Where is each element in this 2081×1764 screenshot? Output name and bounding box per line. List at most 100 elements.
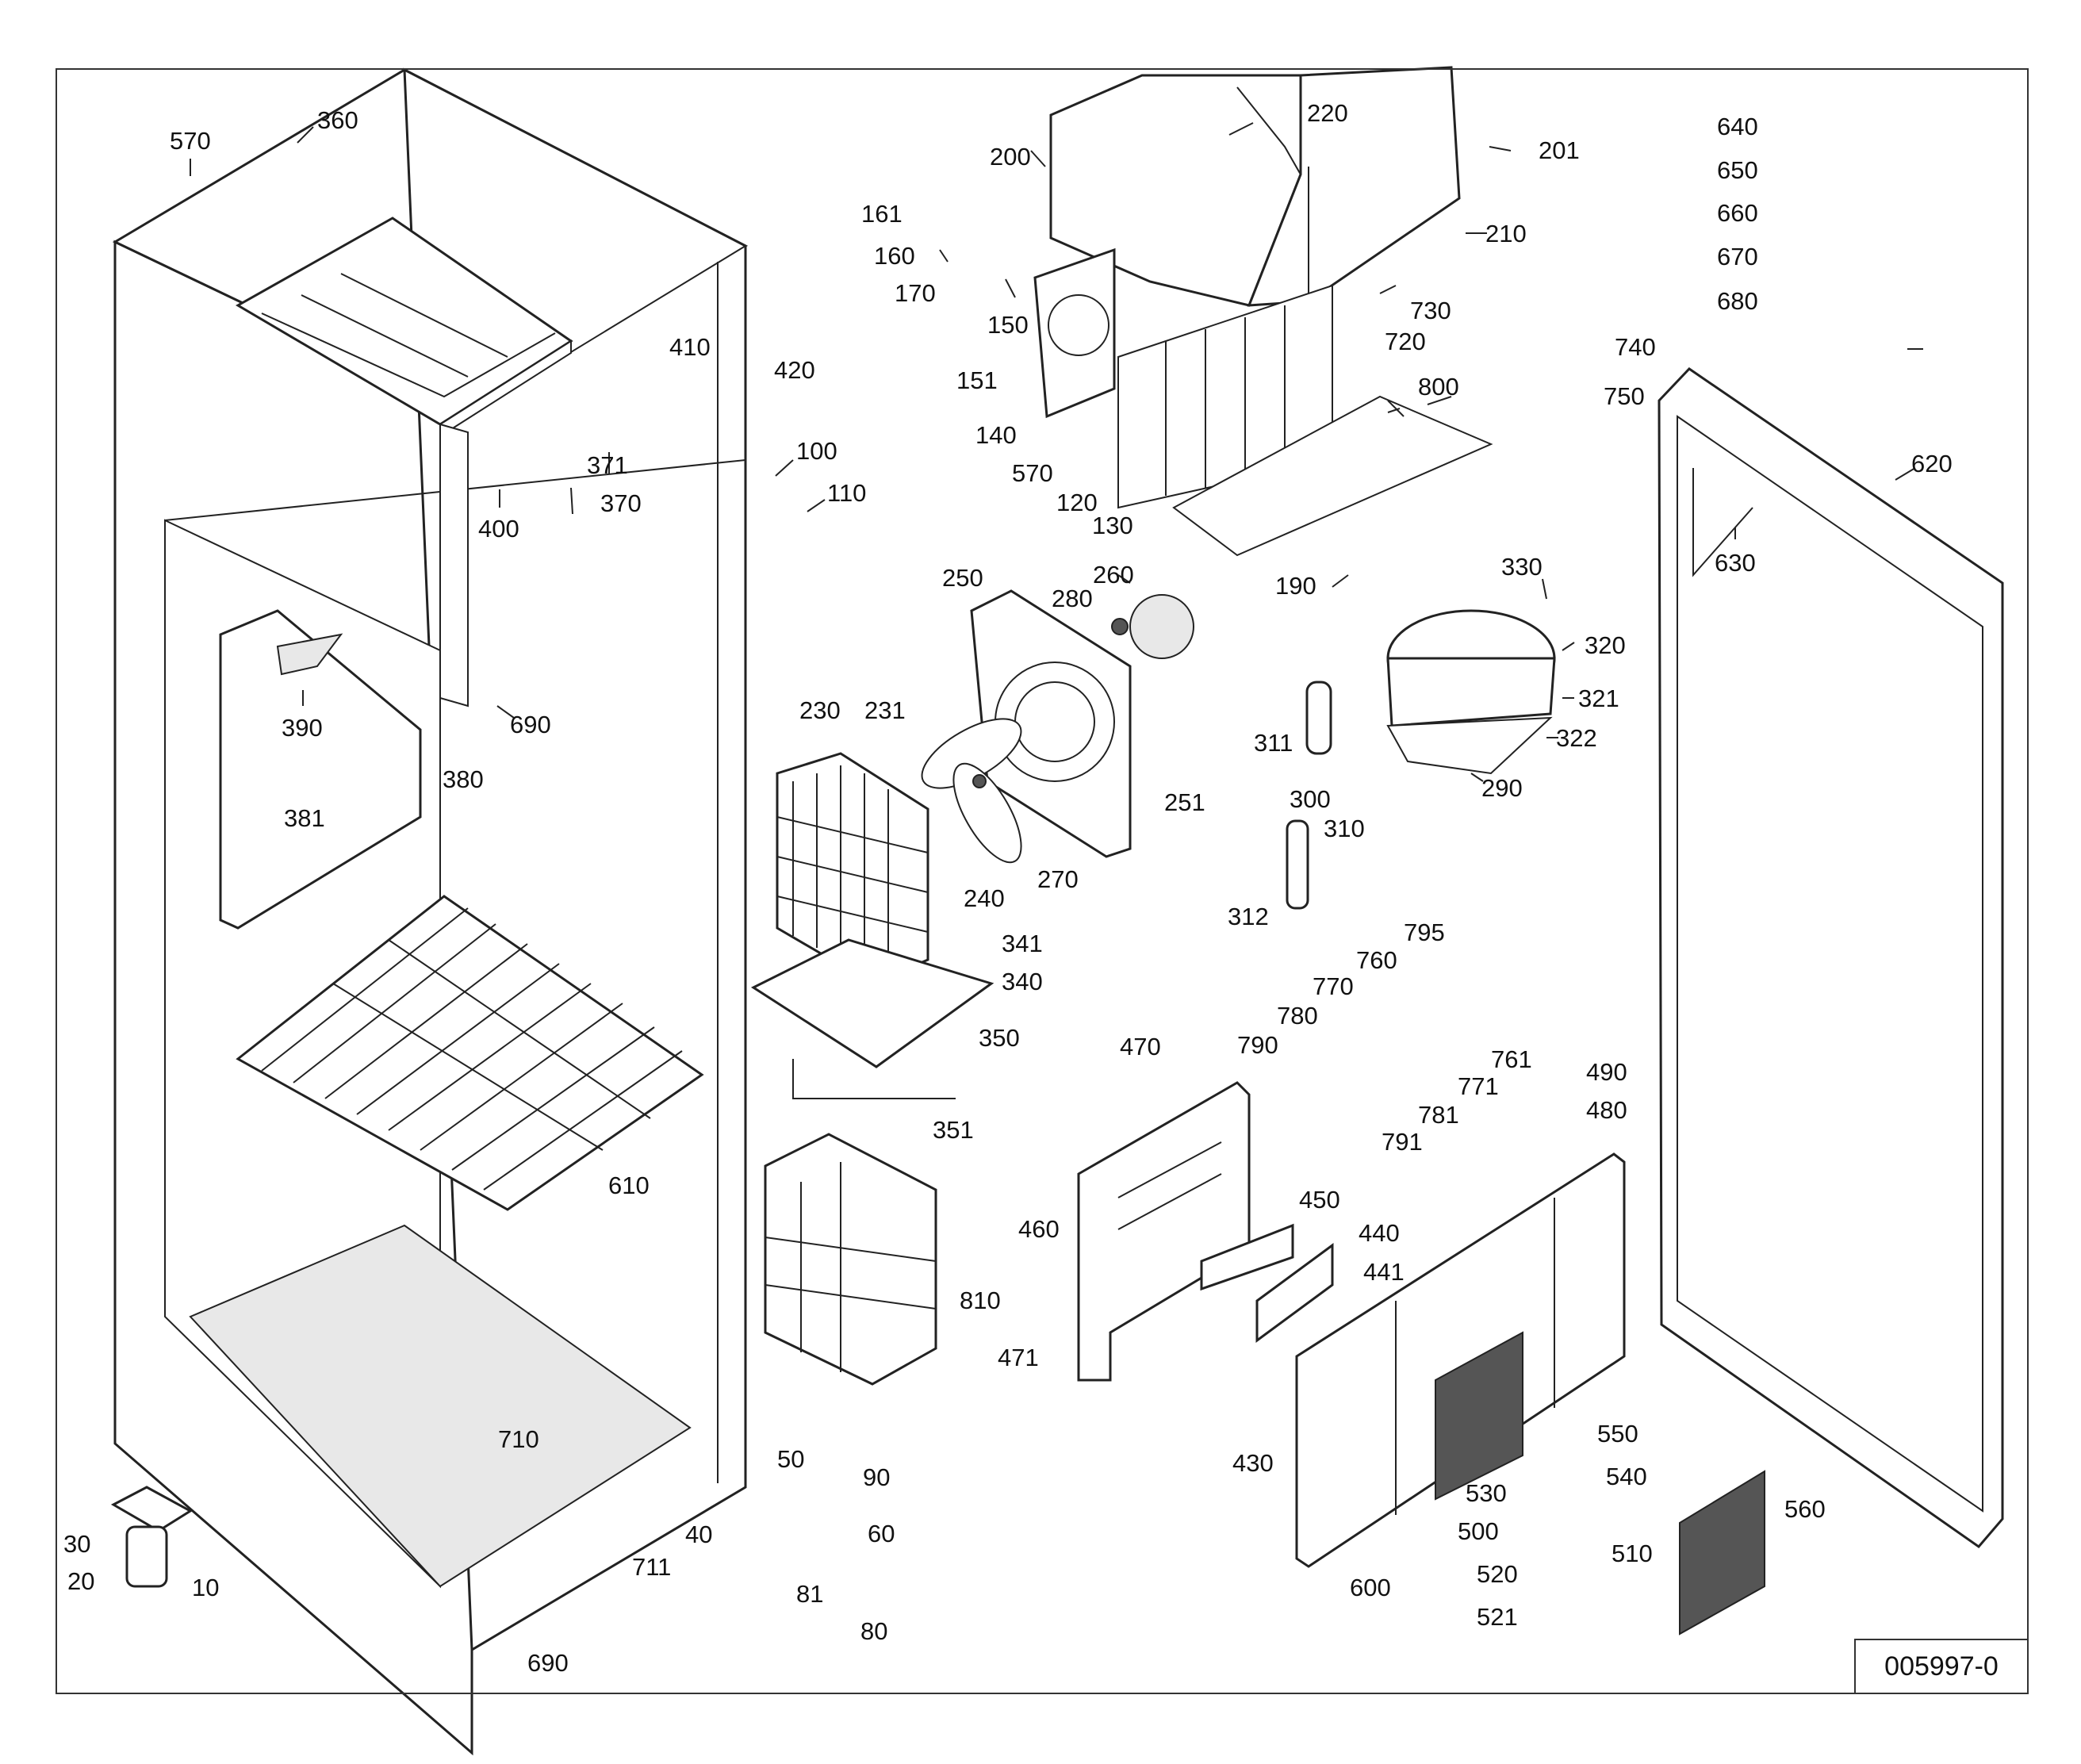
label-510: 510 xyxy=(1612,1540,1653,1567)
label-420: 420 xyxy=(774,356,815,384)
door-620 xyxy=(1658,367,2004,1549)
label-251: 251 xyxy=(1164,788,1205,816)
label-312: 312 xyxy=(1228,903,1269,930)
label-711: 711 xyxy=(632,1553,671,1581)
label-660: 660 xyxy=(1717,199,1758,227)
label-610: 610 xyxy=(608,1172,650,1199)
label-270: 270 xyxy=(1037,865,1079,893)
label-500: 500 xyxy=(1458,1517,1499,1545)
label-790: 790 xyxy=(1237,1031,1278,1059)
label-680: 680 xyxy=(1717,287,1758,315)
foot-10 xyxy=(110,1486,193,1588)
evaporator-230 xyxy=(776,752,929,985)
label-201: 201 xyxy=(1539,136,1580,164)
label-570b: 570 xyxy=(1012,459,1053,487)
label-810: 810 xyxy=(960,1287,1001,1314)
label-795: 795 xyxy=(1404,918,1445,946)
label-760: 760 xyxy=(1356,946,1397,974)
label-380: 380 xyxy=(443,765,484,793)
label-30: 30 xyxy=(63,1530,90,1558)
label-290: 290 xyxy=(1481,774,1523,802)
leader-lines xyxy=(190,122,1923,782)
shelf-610 xyxy=(236,895,704,1211)
label-620: 620 xyxy=(1911,450,1953,477)
label-560 xyxy=(1679,1470,1765,1636)
label-240: 240 xyxy=(964,884,1005,912)
label-120: 120 xyxy=(1056,489,1098,516)
label-260: 260 xyxy=(1093,561,1134,589)
label-780: 780 xyxy=(1277,1002,1318,1030)
front-panel-430 xyxy=(1295,1152,1626,1568)
label-130: 130 xyxy=(1092,512,1133,539)
fan-motor-260 xyxy=(1111,594,1194,659)
label-300: 300 xyxy=(1290,785,1331,813)
capacitor-312 xyxy=(1286,819,1309,910)
air-duct-810 xyxy=(764,1133,937,1386)
cover-200 xyxy=(1049,66,1461,307)
label-440: 440 xyxy=(1359,1219,1400,1247)
label-80: 80 xyxy=(860,1617,887,1645)
label-190: 190 xyxy=(1275,572,1316,600)
label-770: 770 xyxy=(1313,972,1354,1000)
drawing-number: 005997-0 xyxy=(1854,1639,2029,1694)
label-710: 710 xyxy=(498,1425,539,1453)
label-100: 100 xyxy=(796,437,837,465)
label-480: 480 xyxy=(1586,1096,1627,1124)
cover-460 xyxy=(1077,1081,1251,1382)
label-151: 151 xyxy=(956,366,998,394)
label-10: 10 xyxy=(192,1574,219,1601)
label-160: 160 xyxy=(874,242,915,270)
label-220: 220 xyxy=(1307,99,1348,127)
frame-140 xyxy=(1033,247,1116,419)
label-200: 200 xyxy=(990,143,1031,171)
label-800: 800 xyxy=(1418,373,1459,401)
label-430: 430 xyxy=(1232,1449,1274,1477)
label-50: 50 xyxy=(777,1445,804,1473)
label-341: 341 xyxy=(1002,930,1043,957)
label-40: 40 xyxy=(685,1520,712,1548)
label-140: 140 xyxy=(975,421,1017,449)
label-250: 250 xyxy=(942,564,983,592)
label-570: 570 xyxy=(170,127,211,155)
label-20: 20 xyxy=(67,1567,94,1595)
label-90: 90 xyxy=(863,1463,890,1491)
label-690b: 690 xyxy=(527,1649,569,1677)
label-410: 410 xyxy=(669,333,711,361)
label-60: 60 xyxy=(868,1520,895,1547)
label-330: 330 xyxy=(1501,553,1543,581)
cabinet-body xyxy=(112,67,749,1756)
label-320: 320 xyxy=(1585,631,1626,659)
label-170: 170 xyxy=(895,279,936,307)
label-441: 441 xyxy=(1363,1258,1405,1286)
label-210: 210 xyxy=(1485,220,1527,247)
part-labels: 570 360 410 420 100 110 371 370 400 390 … xyxy=(63,99,1953,1677)
label-630: 630 xyxy=(1715,549,1756,577)
label-781: 781 xyxy=(1418,1101,1459,1129)
label-310: 310 xyxy=(1324,815,1365,842)
label-730: 730 xyxy=(1410,297,1451,324)
label-521: 521 xyxy=(1477,1603,1518,1631)
label-720: 720 xyxy=(1385,328,1426,355)
label-280: 280 xyxy=(1052,585,1093,612)
label-390: 390 xyxy=(282,714,323,742)
label-110: 110 xyxy=(827,479,866,507)
label-690a: 690 xyxy=(510,711,551,738)
label-540: 540 xyxy=(1606,1463,1647,1490)
label-530: 530 xyxy=(1466,1479,1507,1507)
label-322: 322 xyxy=(1556,724,1597,752)
capacitor-311 xyxy=(1305,681,1332,755)
condenser xyxy=(1117,284,1493,557)
label-771: 771 xyxy=(1458,1072,1499,1100)
label-550: 550 xyxy=(1597,1420,1638,1448)
label-370: 370 xyxy=(600,489,642,517)
label-311: 311 xyxy=(1254,729,1293,757)
drip-tray-340 xyxy=(750,938,995,1099)
label-791: 791 xyxy=(1382,1128,1423,1156)
fan-housing-250 xyxy=(970,589,1132,858)
label-761: 761 xyxy=(1491,1045,1532,1073)
label-560: 560 xyxy=(1784,1495,1826,1523)
label-750: 750 xyxy=(1604,382,1645,410)
drawing-frame xyxy=(56,68,2029,1694)
label-321: 321 xyxy=(1578,685,1619,712)
